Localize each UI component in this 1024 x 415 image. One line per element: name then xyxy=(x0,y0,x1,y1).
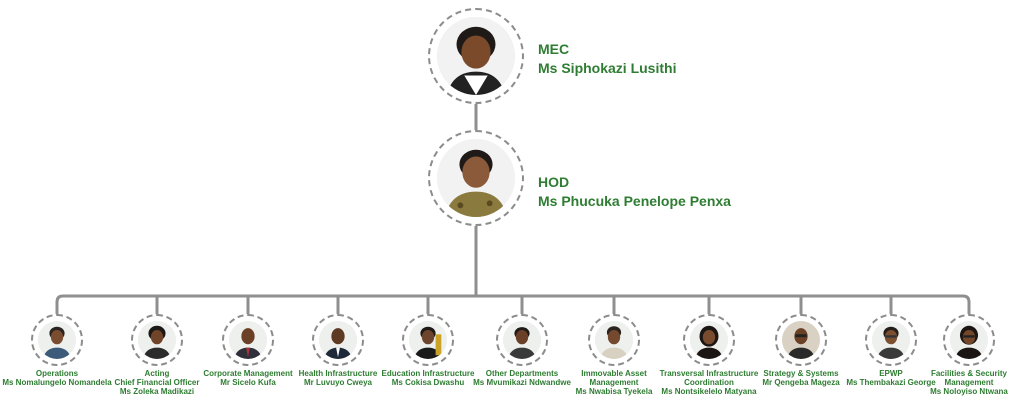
unit-portrait xyxy=(950,321,988,359)
mec-portrait xyxy=(437,17,515,95)
unit-title: Health Infrastructure xyxy=(298,369,378,378)
unit-portrait xyxy=(38,321,76,359)
person-portrait-icon xyxy=(872,321,910,359)
unit-photo-ring xyxy=(496,314,548,366)
connector-bus xyxy=(55,294,971,318)
unit-person-name: Ms Mvumikazi Ndwandwe xyxy=(473,378,571,387)
person-portrait-icon xyxy=(690,321,728,359)
unit-title: Education Infrastructure xyxy=(381,369,475,378)
mec-label: MEC Ms Siphokazi Lusithi xyxy=(538,40,676,78)
hod-role: HOD xyxy=(538,174,570,190)
unit-person-name: Ms Nomalungelo Nomandela xyxy=(2,378,112,387)
unit-epwp: EPWP Ms Thembakazi George xyxy=(845,314,937,387)
unit-transversal-infrastructure-coordination: Transversal Infrastructure Coordination … xyxy=(660,314,758,396)
unit-label: Education Infrastructure Ms Cokisa Dwash… xyxy=(382,369,475,387)
mec-name: Ms Siphokazi Lusithi xyxy=(538,60,677,76)
unit-education-infrastructure: Education Infrastructure Ms Cokisa Dwash… xyxy=(382,314,474,387)
hod-label: HOD Ms Phucuka Penelope Penxa xyxy=(538,173,731,211)
unit-label: EPWP Ms Thembakazi George xyxy=(846,369,935,387)
unit-title: Transversal Infrastructure xyxy=(659,369,759,378)
unit-title: Operations xyxy=(35,369,79,378)
unit-person-name: Ms Cokisa Dwashu xyxy=(391,378,465,387)
unit-label: Operations Ms Nomalungelo Nomandela xyxy=(2,369,111,387)
unit-photo-ring xyxy=(222,314,274,366)
mec-role: MEC xyxy=(538,41,570,57)
unit-label: Other Departments Ms Mvumikazi Ndwandwe xyxy=(473,369,571,387)
unit-label: Corporate Management Mr Sicelo Kufa xyxy=(203,369,292,387)
unit-label: Acting Chief Financial Officer Ms Zoleka… xyxy=(115,369,200,396)
unit-photo-ring xyxy=(683,314,735,366)
unit-portrait xyxy=(319,321,357,359)
unit-title: EPWP xyxy=(879,369,903,378)
person-portrait-icon xyxy=(138,321,176,359)
person-portrait-icon xyxy=(409,321,447,359)
unit-person-name: Ms Nwabisa Tyekela xyxy=(575,387,653,396)
unit-photo-ring xyxy=(31,314,83,366)
unit-portrait xyxy=(595,321,633,359)
unit-title: Other Departments xyxy=(485,369,559,378)
hod-portrait xyxy=(437,139,515,217)
unit-label: Health Infrastructure Mr Luvuyo Cweya xyxy=(299,369,378,387)
unit-portrait xyxy=(782,321,820,359)
person-portrait-icon xyxy=(38,321,76,359)
hod-name: Ms Phucuka Penelope Penxa xyxy=(538,193,731,209)
unit-person-name: Ms Zoleka Madikazi xyxy=(119,387,195,396)
unit-title: Acting xyxy=(144,369,170,378)
unit-person-name: Ms Nontsikelelo Matyana xyxy=(661,387,757,396)
person-portrait-icon xyxy=(437,139,515,217)
person-portrait-icon xyxy=(595,321,633,359)
unit-title-line-2: Chief Financial Officer xyxy=(114,378,200,387)
person-portrait-icon xyxy=(229,321,267,359)
person-portrait-icon xyxy=(782,321,820,359)
unit-title-line-2: Management xyxy=(944,378,994,387)
unit-strategy-systems: Strategy & Systems Mr Qengeba Mageza xyxy=(755,314,847,387)
unit-other-departments: Other Departments Ms Mvumikazi Ndwandwe xyxy=(473,314,571,387)
connector-drops xyxy=(155,296,893,316)
unit-person-name: Mr Luvuyo Cweya xyxy=(303,378,372,387)
unit-facilities-security-management: Facilities & Security Management Ms Nolo… xyxy=(923,314,1015,396)
unit-portrait xyxy=(872,321,910,359)
unit-label: Strategy & Systems Mr Qengeba Mageza xyxy=(762,369,839,387)
unit-photo-ring xyxy=(775,314,827,366)
unit-portrait xyxy=(503,321,541,359)
person-portrait-icon xyxy=(503,321,541,359)
unit-operations: Operations Ms Nomalungelo Nomandela xyxy=(2,314,112,387)
unit-title-line-2: Coordination xyxy=(684,378,734,387)
unit-photo-ring xyxy=(865,314,917,366)
unit-portrait xyxy=(138,321,176,359)
unit-label: Immovable Asset Management Ms Nwabisa Ty… xyxy=(576,369,653,396)
person-portrait-icon xyxy=(437,17,515,95)
person-portrait-icon xyxy=(319,321,357,359)
unit-portrait xyxy=(229,321,267,359)
unit-chief-financial-officer: Acting Chief Financial Officer Ms Zoleka… xyxy=(111,314,203,396)
unit-photo-ring xyxy=(402,314,454,366)
unit-photo-ring xyxy=(588,314,640,366)
unit-corporate-management: Corporate Management Mr Sicelo Kufa xyxy=(202,314,294,387)
unit-person-name: Mr Sicelo Kufa xyxy=(220,378,276,387)
unit-title: Immovable Asset xyxy=(581,369,647,378)
unit-label: Facilities & Security Management Ms Nolo… xyxy=(930,369,1008,396)
unit-photo-ring xyxy=(943,314,995,366)
unit-title: Strategy & Systems xyxy=(763,369,839,378)
unit-portrait xyxy=(690,321,728,359)
unit-portrait xyxy=(409,321,447,359)
unit-person-name: Mr Qengeba Mageza xyxy=(762,378,840,387)
unit-person-name: Ms Thembakazi George xyxy=(846,378,936,387)
unit-title-line-2: Management xyxy=(589,378,639,387)
unit-immovable-asset-management: Immovable Asset Management Ms Nwabisa Ty… xyxy=(568,314,660,396)
person-portrait-icon xyxy=(950,321,988,359)
unit-title: Corporate Management xyxy=(203,369,293,378)
unit-person-name: Ms Noloyiso Ntwana xyxy=(930,387,1008,396)
unit-title: Facilities & Security xyxy=(930,369,1007,378)
unit-label: Transversal Infrastructure Coordination … xyxy=(660,369,759,396)
unit-photo-ring xyxy=(131,314,183,366)
unit-health-infrastructure: Health Infrastructure Mr Luvuyo Cweya xyxy=(292,314,384,387)
unit-photo-ring xyxy=(312,314,364,366)
